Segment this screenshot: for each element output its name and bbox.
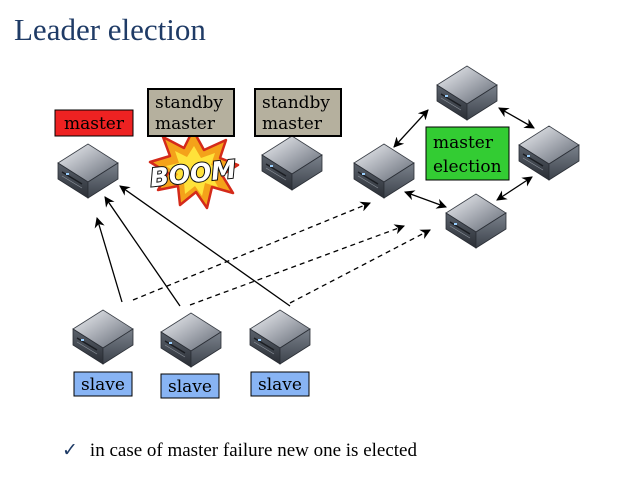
label-slave-2-text: slave bbox=[168, 377, 212, 397]
label-master-text: master bbox=[64, 114, 125, 134]
boom-explosion-icon: BOOM bbox=[147, 128, 240, 210]
bullet-item: ✓ in case of master failure new one is el… bbox=[62, 439, 417, 462]
label-standby-1-box bbox=[147, 88, 235, 137]
server-slave-3 bbox=[249, 309, 311, 365]
label-election-line1: master bbox=[433, 133, 494, 153]
label-slave-1: slave bbox=[73, 371, 133, 397]
server-standby-2 bbox=[261, 135, 323, 191]
bullet-text: in case of master failure new one is ele… bbox=[89, 440, 417, 461]
server-slave-2 bbox=[160, 312, 222, 368]
label-master: master bbox=[54, 109, 134, 137]
label-standby-2-box bbox=[254, 88, 342, 137]
label-standby-2-line2: master bbox=[262, 114, 323, 134]
server-election-left bbox=[353, 143, 415, 199]
label-slave-3: slave bbox=[250, 371, 310, 397]
election-arrow-1 bbox=[393, 109, 429, 148]
arrow-slave-newmaster-2 bbox=[189, 224, 405, 306]
election-arrow-2 bbox=[498, 107, 535, 129]
label-standby-1-line2: master bbox=[155, 114, 216, 134]
election-arrow-3 bbox=[496, 176, 533, 201]
server-election-top bbox=[436, 65, 498, 121]
label-slave-1-text: slave bbox=[81, 375, 125, 395]
label-master-election: master election bbox=[425, 126, 510, 181]
server-slave-1 bbox=[72, 309, 134, 365]
label-standby-1-line1: standby bbox=[155, 93, 223, 113]
label-slave-2: slave bbox=[160, 373, 220, 399]
arrow-slave-newmaster-1 bbox=[132, 201, 371, 301]
label-master-box bbox=[54, 109, 134, 137]
arrow-slave-master-1 bbox=[94, 217, 123, 303]
checkmark-icon: ✓ bbox=[62, 440, 78, 461]
label-slave-1-box bbox=[73, 371, 133, 397]
server-election-right bbox=[518, 125, 580, 181]
label-slave-3-text: slave bbox=[258, 375, 302, 395]
election-arrow-4 bbox=[404, 190, 447, 209]
label-standby-master-2: standby master bbox=[254, 88, 342, 137]
label-election-line2: election bbox=[433, 157, 502, 177]
server-election-bottom bbox=[445, 193, 507, 249]
arrow-slave-master-3 bbox=[119, 185, 291, 307]
arrow-slave-newmaster-3 bbox=[289, 229, 431, 304]
label-standby-master-1: standby master bbox=[147, 88, 235, 137]
label-standby-2-line1: standby bbox=[262, 93, 330, 113]
label-election-box bbox=[425, 126, 510, 181]
label-slave-3-box bbox=[250, 371, 310, 397]
label-slave-2-box bbox=[160, 373, 220, 399]
slide-title: Leader election bbox=[14, 12, 206, 47]
arrow-slave-master-2 bbox=[104, 196, 181, 307]
server-master bbox=[57, 143, 119, 199]
